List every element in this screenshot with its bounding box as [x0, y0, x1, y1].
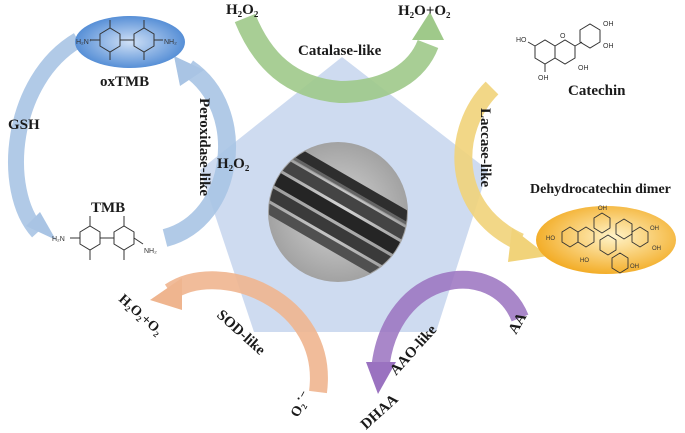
oxtmb-molecule-icon — [90, 20, 163, 60]
svg-text:OH: OH — [652, 246, 661, 252]
laccase-label: Laccase-like — [477, 108, 493, 187]
catalase-arrow — [234, 13, 439, 104]
svg-text:OH: OH — [630, 264, 639, 270]
dhaa-label: DHAA — [358, 391, 402, 433]
svg-text:OH: OH — [603, 43, 614, 50]
laccase-arrowhead — [508, 228, 548, 262]
superoxide-label: O₂˙⁻ — [288, 389, 314, 420]
sod-arrow — [164, 271, 328, 394]
catalase-label: Catalase-like — [298, 43, 382, 59]
svg-text:OH: OH — [598, 206, 607, 212]
oxtmb-label: oxTMB — [100, 74, 149, 90]
tem-image-icon — [268, 142, 408, 282]
svg-text:NH₂: NH₂ — [164, 39, 177, 46]
oxtmb-blob — [75, 16, 185, 68]
dehydro-label: Dehydrocatechin dimer — [530, 182, 671, 197]
catechin-molecule-icon — [527, 23, 601, 72]
peroxidase-arrow — [162, 60, 236, 247]
svg-text:H₂N⁺: H₂N⁺ — [76, 38, 93, 46]
svg-text:OH: OH — [603, 21, 614, 28]
gsh-label: GSH — [8, 117, 40, 133]
svg-text:HO: HO — [546, 236, 555, 242]
laccase-arrow — [454, 81, 525, 251]
dimer-blob — [536, 206, 676, 274]
svg-text:OH: OH — [538, 75, 549, 82]
gsh-arrowhead — [26, 212, 56, 240]
tmb-molecule-icon — [70, 216, 144, 260]
svg-text:H₂N: H₂N — [52, 236, 65, 243]
h2o2-top-label: H₂O₂ — [226, 2, 259, 18]
aao-arrowhead — [366, 362, 396, 394]
tmb-label: TMB — [91, 200, 125, 216]
svg-text:HO: HO — [580, 258, 589, 264]
sod-arrowhead — [150, 278, 182, 310]
svg-text:OH: OH — [578, 65, 589, 72]
svg-text:O: O — [560, 33, 566, 40]
svg-text:HO: HO — [516, 37, 527, 44]
aao-arrow — [371, 270, 529, 372]
peroxidase-arrowhead — [174, 56, 204, 86]
catechin-label: Catechin — [568, 83, 626, 99]
h2o2-mid-label: H₂O₂ — [217, 156, 250, 172]
dimer-molecule-icon — [561, 212, 649, 274]
svg-text:OH: OH — [650, 226, 659, 232]
peroxidase-label: Peroxidase-like — [196, 98, 212, 196]
gsh-arrow — [8, 33, 83, 238]
catalase-arrowhead — [412, 12, 444, 40]
h2o-o2-label: H₂O+O₂ — [398, 3, 451, 19]
svg-text:NH₂: NH₂ — [144, 248, 157, 255]
